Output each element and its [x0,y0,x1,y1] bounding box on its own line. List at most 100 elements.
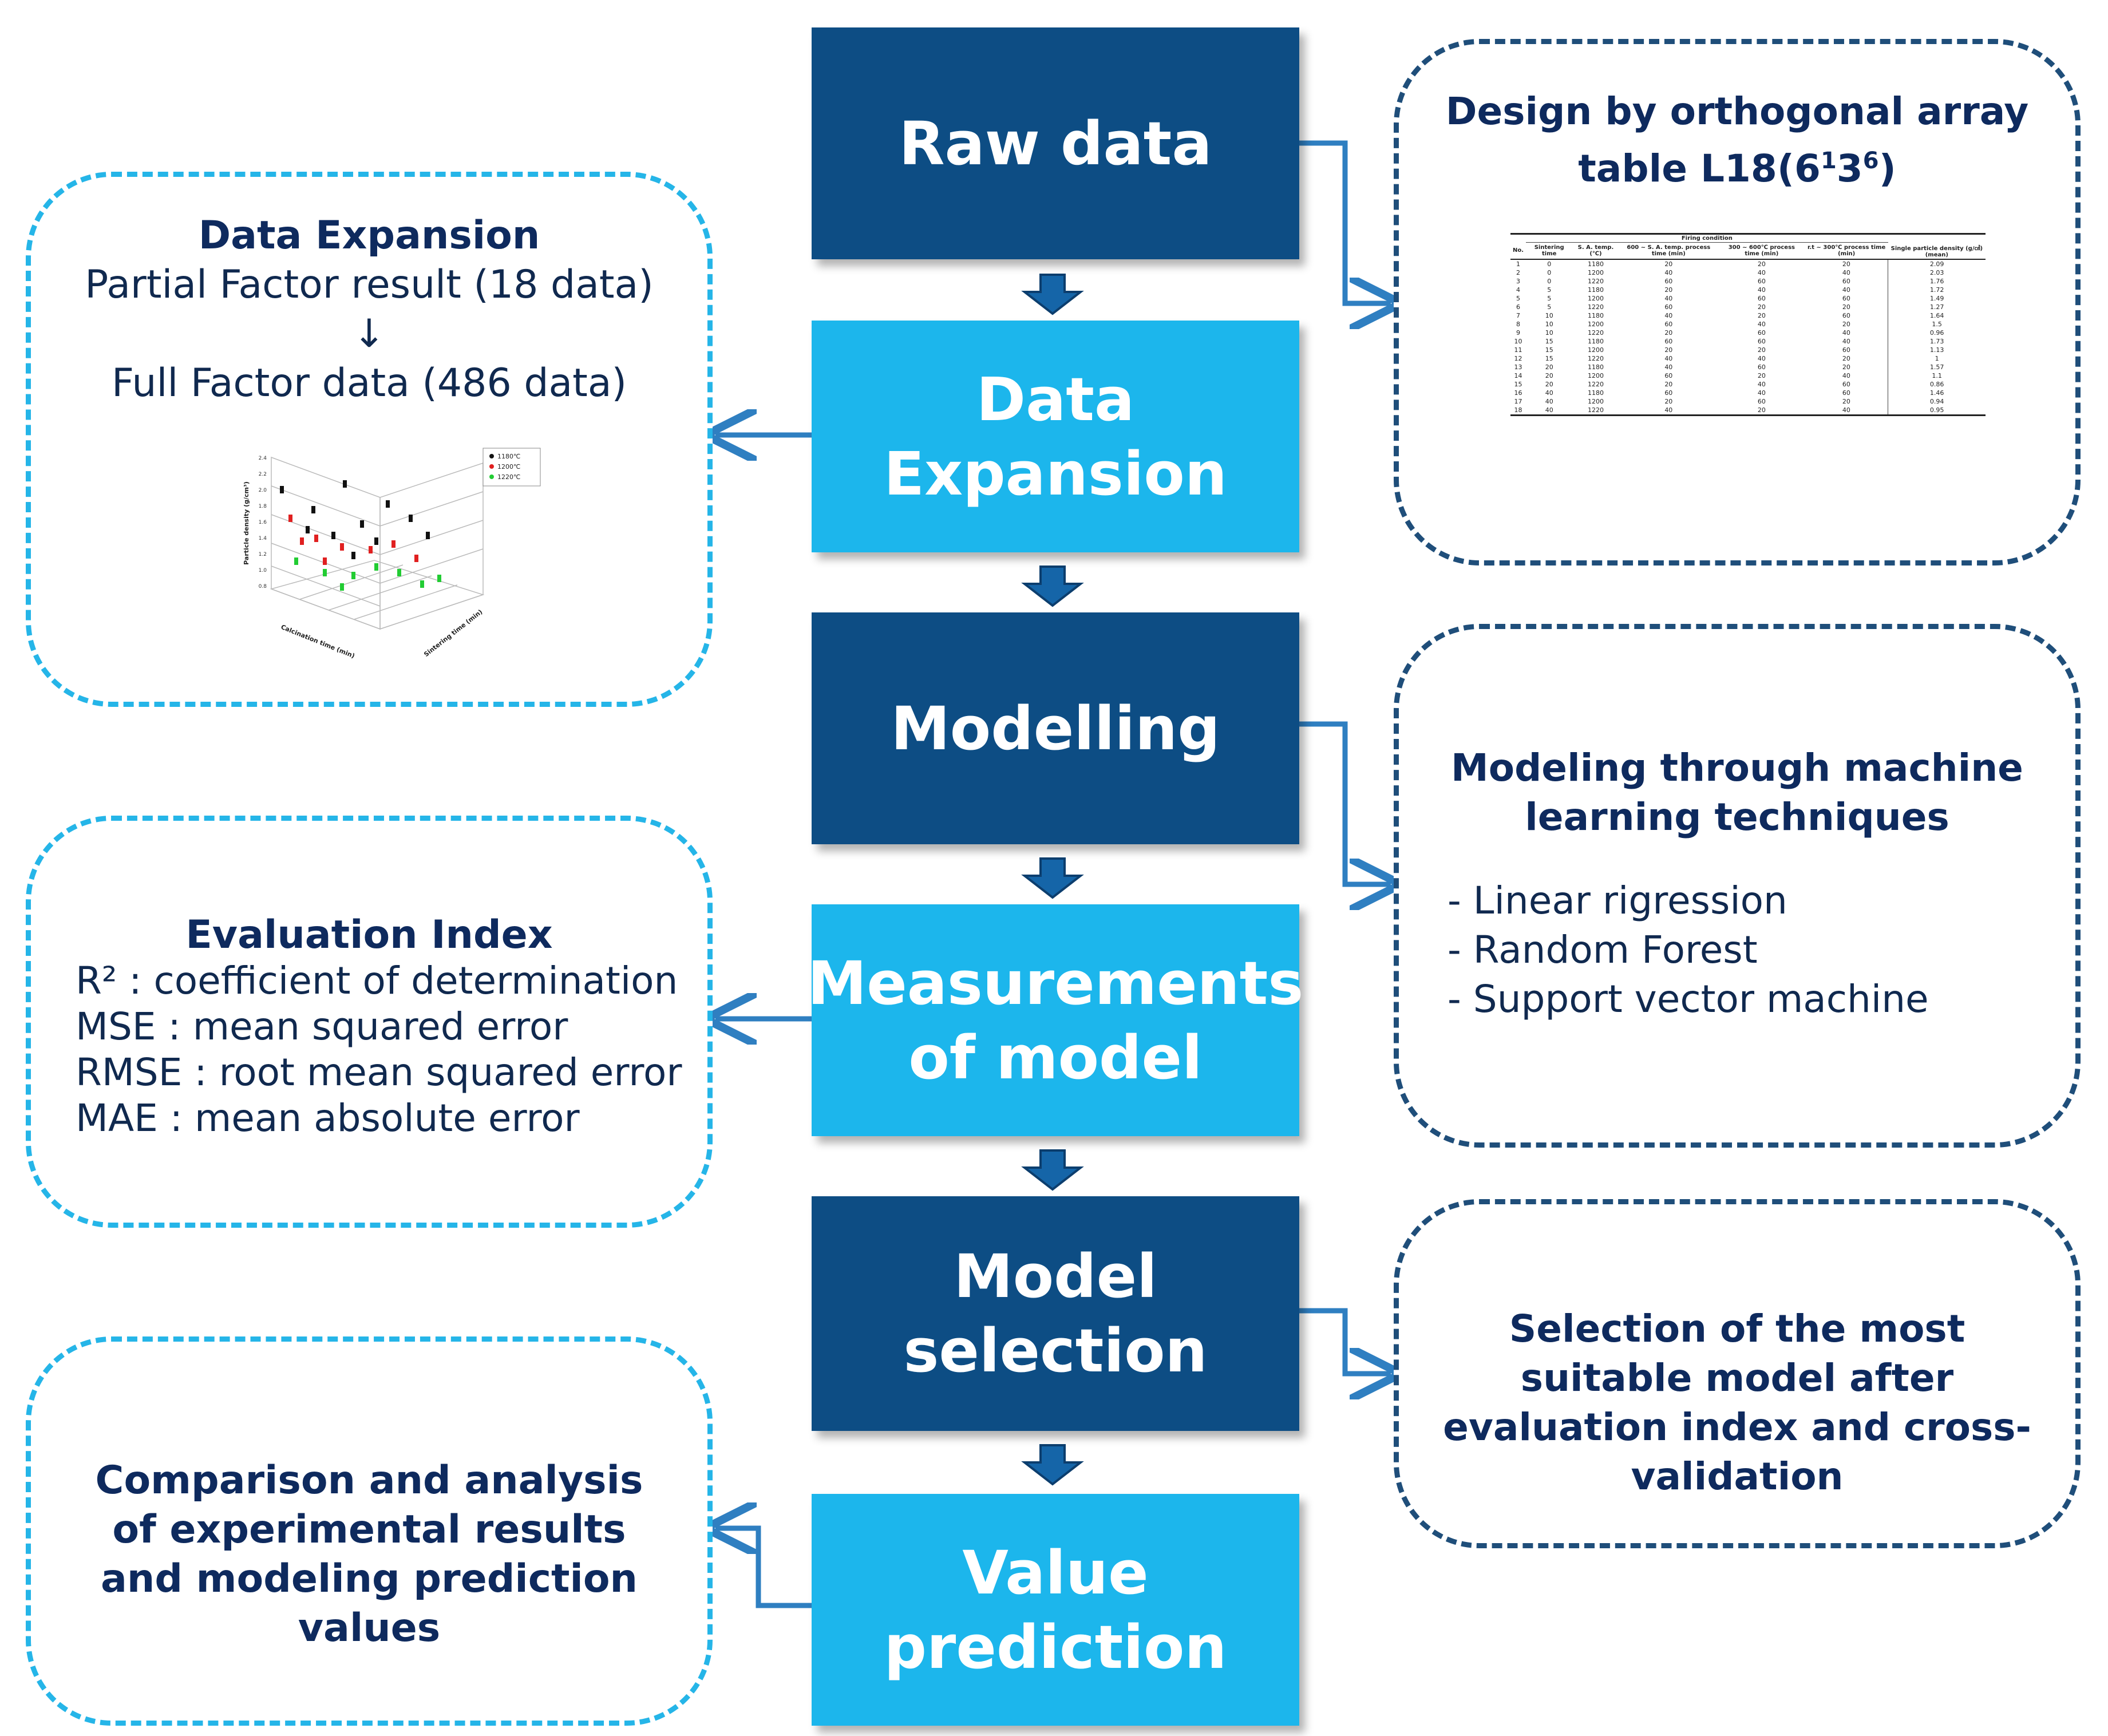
table-cell: 4 [1516,286,1521,294]
table-cell: 20 [1664,380,1673,388]
table-cell: 40 [1757,380,1766,388]
z-tick: 1.6 [259,520,267,525]
table-cell: 10 [1514,337,1522,345]
table-cell: 2.09 [1888,259,1986,268]
metric-mae: MAE : mean absolute error [76,1096,580,1140]
table-column-header: r.t ~ 300℃ process time (min) [1807,244,1886,257]
table-cell: 60 [1664,337,1673,345]
z-tick: 1.8 [259,504,267,509]
table-cell: 1180 [1587,337,1604,345]
table-cell: 60 [1842,380,1850,388]
down-arrow-icon [1021,1149,1084,1191]
table-cell: 1.13 [1888,345,1986,354]
table-cell: 60 [1664,371,1673,379]
table-cell: 1.1 [1888,371,1986,380]
table-cell: 5 [1547,286,1552,294]
z-tick: 2.2 [259,472,267,477]
scatter-point [351,552,355,559]
table-cell: 20 [1757,406,1766,414]
table-cell: 1200 [1587,371,1604,379]
table-cell: 1 [1888,354,1986,363]
table-cell: 15 [1545,337,1553,345]
legend-label: 1180℃ [497,453,520,460]
legend-label: 1220℃ [497,473,520,481]
table-cell: 60 [1757,277,1766,285]
y-axis-label: Sintering time (min) [422,608,484,658]
table-cell: 15 [1514,380,1522,388]
partial-factor-text: Partial Factor result (18 data) [85,262,654,307]
table-cell: 2.03 [1888,268,1986,277]
scatter-point [374,563,378,571]
down-arrow-glyph: ↓ [353,311,386,357]
table-cell: 60 [1664,389,1673,397]
table-cell: 5 [1547,303,1552,311]
table-cell: 1220 [1587,277,1604,285]
scatter-point [369,546,373,553]
table-cell: 3 [1516,277,1521,285]
table-column-header: 300 ~ 600℃ process time (min) [1728,244,1795,257]
table-cell: 5 [1516,294,1521,302]
table-cell: 40 [1757,354,1766,362]
table-cell: 20 [1842,397,1850,405]
table-cell: 20 [1842,260,1850,268]
table-cell: 15 [1545,346,1553,354]
table-cell: 60 [1664,277,1673,285]
scatter-point [294,557,298,565]
table-cell: 40 [1842,286,1850,294]
table-cell: 1.64 [1888,311,1986,320]
table-cell: 1200 [1587,397,1604,405]
step-label: Modelling [891,693,1220,764]
table-cell: 1200 [1587,268,1604,276]
down-arrow-icon [1021,566,1084,607]
scatter-point [331,532,335,539]
table-cell: 10 [1545,311,1553,319]
table-cell: 20 [1664,346,1673,354]
table-cell: 0.94 [1888,397,1986,406]
table-cell: 0.95 [1888,405,1986,415]
step-label: Measurements of model [807,948,1304,1093]
step-label: Raw data [899,108,1212,179]
table-cell: 1180 [1587,311,1604,319]
table-cell: 40 [1757,286,1766,294]
scatter-point [420,580,424,588]
z-tick: 2.0 [259,488,267,493]
table-cell: 1.73 [1888,337,1986,346]
table-cell: 1180 [1587,260,1604,268]
metric-r2: R² : coefficient of determination [76,959,678,1003]
table-cell: 20 [1664,260,1673,268]
table-cell: 1180 [1587,389,1604,397]
table-cell: 16 [1514,389,1522,397]
technique-item: - Random Forest [1447,928,1758,972]
table-cell: 20 [1842,303,1850,311]
table-cell: 20 [1757,260,1766,268]
table-cell: 40 [1664,354,1673,362]
step-label: Value prediction [884,1537,1227,1682]
table-cell: 5 [1547,294,1552,302]
arrow-to-design-panel [1299,140,1391,303]
table-cell: 40 [1842,329,1850,337]
comparison-text: Comparison and analysis of experimental … [95,1458,643,1651]
table-cell: 60 [1757,363,1766,371]
scatter-point [409,515,413,522]
arrow-to-selection-panel [1299,1308,1391,1374]
table-cell: 60 [1757,294,1766,302]
table-cell: 1.46 [1888,388,1986,397]
table-cell: 0 [1547,268,1552,276]
table-cell: 0.86 [1888,379,1986,389]
panel-modeling-techniques: Modeling through machine learning techni… [1394,624,2081,1148]
table-cell: 40 [1842,268,1850,276]
table-cell: 20 [1757,346,1766,354]
down-arrow-icon [1021,857,1084,899]
table-group-header: Firing condition [1526,234,1888,243]
scatter-point [323,557,327,565]
table-cell: 0.96 [1888,328,1986,337]
table-column-header: Sintering time [1534,244,1564,257]
